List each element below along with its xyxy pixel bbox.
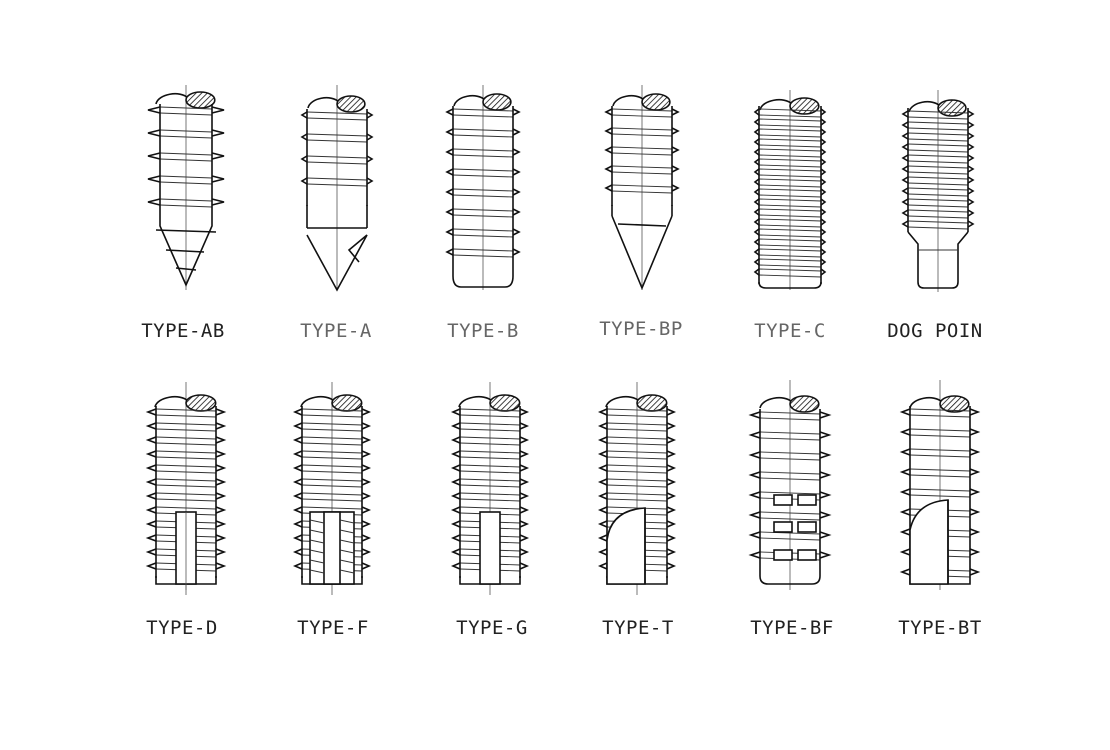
- label-type-bp: TYPE-BP: [599, 318, 683, 340]
- screw-type-bp: [604, 85, 680, 291]
- screw-type-d: [145, 382, 227, 595]
- screw-type-bt: [899, 380, 981, 590]
- label-type-f: TYPE-F: [297, 617, 369, 639]
- label-type-t: TYPE-T: [602, 617, 674, 639]
- label-type-ab: TYPE-AB: [141, 320, 225, 342]
- label-type-g: TYPE-G: [456, 617, 528, 639]
- screw-dog-point: [901, 90, 975, 292]
- screw-type-a: [300, 85, 374, 292]
- screw-type-f: [292, 382, 372, 595]
- screw-type-g: [450, 382, 530, 595]
- label-type-d: TYPE-D: [146, 617, 218, 639]
- screw-type-c: [753, 90, 827, 290]
- label-type-bf: TYPE-BF: [750, 617, 834, 639]
- screw-type-b: [445, 85, 521, 290]
- screw-type-bf: [748, 380, 832, 590]
- label-type-a: TYPE-A: [300, 320, 372, 342]
- label-type-c: TYPE-C: [754, 320, 826, 342]
- screw-type-t: [597, 382, 677, 595]
- label-dog-point: DOG POIN: [887, 320, 983, 342]
- screw-type-ab: [147, 85, 225, 290]
- label-type-bt: TYPE-BT: [898, 617, 982, 639]
- label-type-b: TYPE-B: [447, 320, 519, 342]
